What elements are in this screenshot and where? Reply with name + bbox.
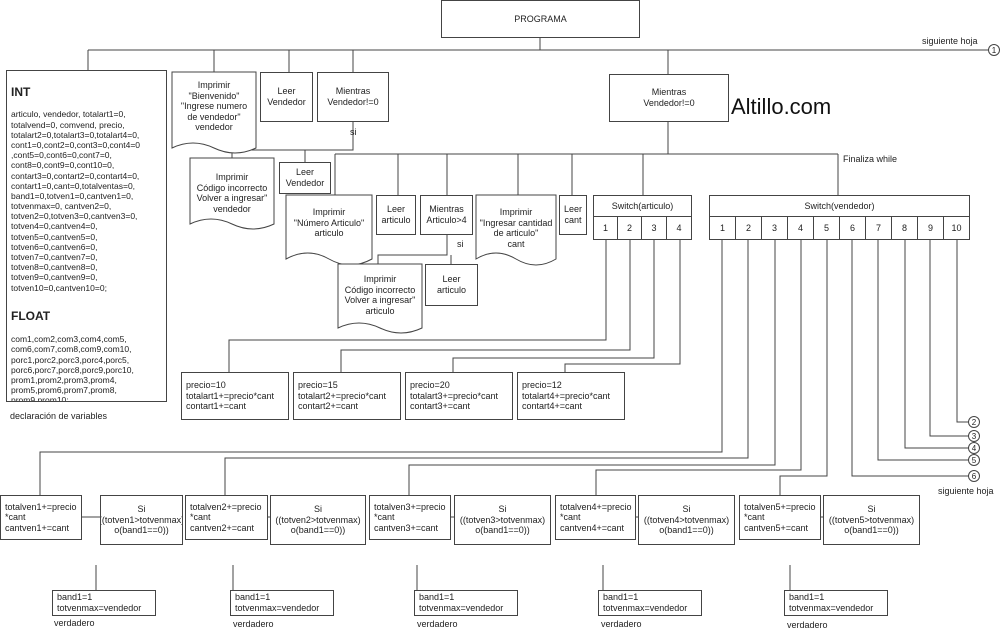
switch-vendedor-case-6: 6 (839, 216, 866, 240)
float-variables: com1,com2,com3,com4,com5, com6,com7,com8… (11, 334, 134, 402)
switch-articulo-case-4: 4 (666, 216, 692, 240)
int-title: INT (11, 84, 31, 99)
leer-vendedor-box-1: Leer Vendedor (260, 72, 313, 122)
variables-declaration-box: INT articulo, vendedor, totalart1=0, tot… (6, 70, 167, 402)
mientras-articulo-text: Mientras Articulo>4 (426, 204, 467, 225)
switch-vendedor-case-7: 7 (865, 216, 892, 240)
connector-3: 3 (968, 430, 980, 442)
banda-box-3: band1=1 totvenmax=vendedor (414, 590, 518, 616)
verdadero-label-3: verdadero (417, 619, 458, 629)
switch-vendedor-case-8: 8 (891, 216, 918, 240)
condicion-box-1: Si ((totven1>totvenmax) o(band1==0)) (100, 495, 183, 545)
imprimir-articulo-text: Imprimir "Número Articulo" articulo (293, 207, 365, 239)
total-vendedor-box-1: totalven1+=precio *cant cantven1+=cant (0, 495, 82, 540)
switch-vendedor-case-4: 4 (787, 216, 814, 240)
switch-vendedor-case-10: 10 (943, 216, 970, 240)
precio-box-1: precio=10 totalart1+=precio*cant contart… (181, 372, 289, 420)
declaracion-caption: declaración de variables (10, 411, 108, 421)
switch-articulo-box: Switch(articulo) (593, 195, 692, 217)
switch-articulo-title: Switch(articulo) (611, 200, 674, 211)
connector-6: 6 (968, 470, 980, 482)
mientras-vendedor-text-1: Mientras Vendedor!=0 (327, 86, 379, 107)
switch-vendedor-case-1: 1 (709, 216, 736, 240)
connector-1: 1 (988, 44, 1000, 56)
leer-articulo-text-2: Leer articulo (436, 274, 466, 295)
imprimir-codigo-text-1: Imprimir Código incorrecto Volver a ingr… (196, 172, 268, 214)
imprimir-bienvenido-text: Imprimir "Bienvenido" "Ingrese numero de… (180, 80, 248, 133)
switch-articulo-case-3: 3 (641, 216, 667, 240)
leer-cant-text: Leer cant (563, 204, 582, 225)
siguiente-hoja-bottom: siguiente hoja (938, 486, 994, 496)
switch-vendedor-box: Switch(vendedor) (709, 195, 970, 217)
precio-box-2: precio=15 totalart2+=precio*cant contart… (293, 372, 401, 420)
connector-4: 4 (968, 442, 980, 454)
mientras-articulo-box: Mientras Articulo>4 (420, 195, 473, 235)
switch-articulo-case-2: 2 (617, 216, 642, 240)
banda-box-2: band1=1 totvenmax=vendedor (230, 590, 334, 616)
imprimir-cantidad-text: Imprimir "Ingresar cantidad de articulo"… (479, 207, 553, 249)
leer-articulo-text-1: Leer articulo (381, 204, 411, 225)
mientras-vendedor-box-1: Mientras Vendedor!=0 (317, 72, 389, 122)
total-vendedor-box-3: totalven3+=precio *cant cantven3+=cant (369, 495, 451, 540)
switch-articulo-case-1: 1 (593, 216, 618, 240)
leer-vendedor-text-1: Leer Vendedor (267, 86, 306, 107)
switch-vendedor-case-9: 9 (917, 216, 944, 240)
precio-box-4: precio=12 totalart4+=precio*cant contart… (517, 372, 625, 420)
banda-box-1: band1=1 totvenmax=vendedor (52, 590, 156, 616)
imprimir-codigo-text-2: Imprimir Código incorrecto Volver a ingr… (344, 274, 416, 316)
programa-label: PROGRAMA (514, 13, 567, 24)
switch-vendedor-case-3: 3 (761, 216, 788, 240)
leer-articulo-box-1: Leer articulo (376, 195, 416, 235)
mientras-vendedor-box-2: Mientras Vendedor!=0 (609, 74, 729, 122)
verdadero-label-4: verdadero (601, 619, 642, 629)
total-vendedor-box-5: totalven5+=precio *cant cantven5+=cant (739, 495, 821, 540)
condicion-box-2: Si ((totven2>totvenmax) o(band1==0)) (270, 495, 366, 545)
verdadero-label-2: verdadero (233, 619, 274, 629)
leer-articulo-box-2: Leer articulo (425, 264, 478, 306)
condicion-box-4: Si ((totven4>totvenmax) o(band1==0)) (638, 495, 735, 545)
verdadero-label-5: verdadero (787, 620, 828, 630)
banda-box-4: band1=1 totvenmax=vendedor (598, 590, 702, 616)
mientras-vendedor-text-2: Mientras Vendedor!=0 (643, 87, 695, 108)
watermark-text: Altillo.com (731, 94, 832, 119)
float-title: FLOAT (11, 309, 51, 324)
total-vendedor-box-4: totalven4+=precio *cant cantven4+=cant (555, 495, 636, 540)
verdadero-label-1: verdadero (54, 618, 95, 628)
leer-vendedor-box-2: Leer Vendedor (279, 162, 331, 194)
int-variables: articulo, vendedor, totalart1=0, totalve… (11, 109, 141, 293)
siguiente-hoja-top: siguiente hoja (922, 36, 978, 46)
si-label-2: si (457, 239, 464, 249)
si-label-1: si (350, 127, 357, 137)
total-vendedor-box-2: totalven2+=precio *cant cantven2+=cant (185, 495, 268, 540)
leer-cant-box: Leer cant (559, 195, 587, 235)
connector-2: 2 (968, 416, 980, 428)
finaliza-while-label: Finaliza while (843, 154, 898, 164)
condicion-box-3: Si ((totven3>totvenmax) o(band1==0)) (454, 495, 551, 545)
precio-box-3: precio=20 totalart3+=precio*cant contart… (405, 372, 513, 420)
leer-vendedor-text-2: Leer Vendedor (285, 167, 325, 188)
switch-vendedor-title: Switch(vendedor) (804, 200, 875, 211)
banda-box-5: band1=1 totvenmax=vendedor (784, 590, 888, 616)
condicion-box-5: Si ((totven5>totvenmax) o(band1==0)) (823, 495, 920, 545)
switch-vendedor-case-2: 2 (735, 216, 762, 240)
connector-5: 5 (968, 454, 980, 466)
programa-box: PROGRAMA (441, 0, 640, 38)
switch-vendedor-case-5: 5 (813, 216, 840, 240)
